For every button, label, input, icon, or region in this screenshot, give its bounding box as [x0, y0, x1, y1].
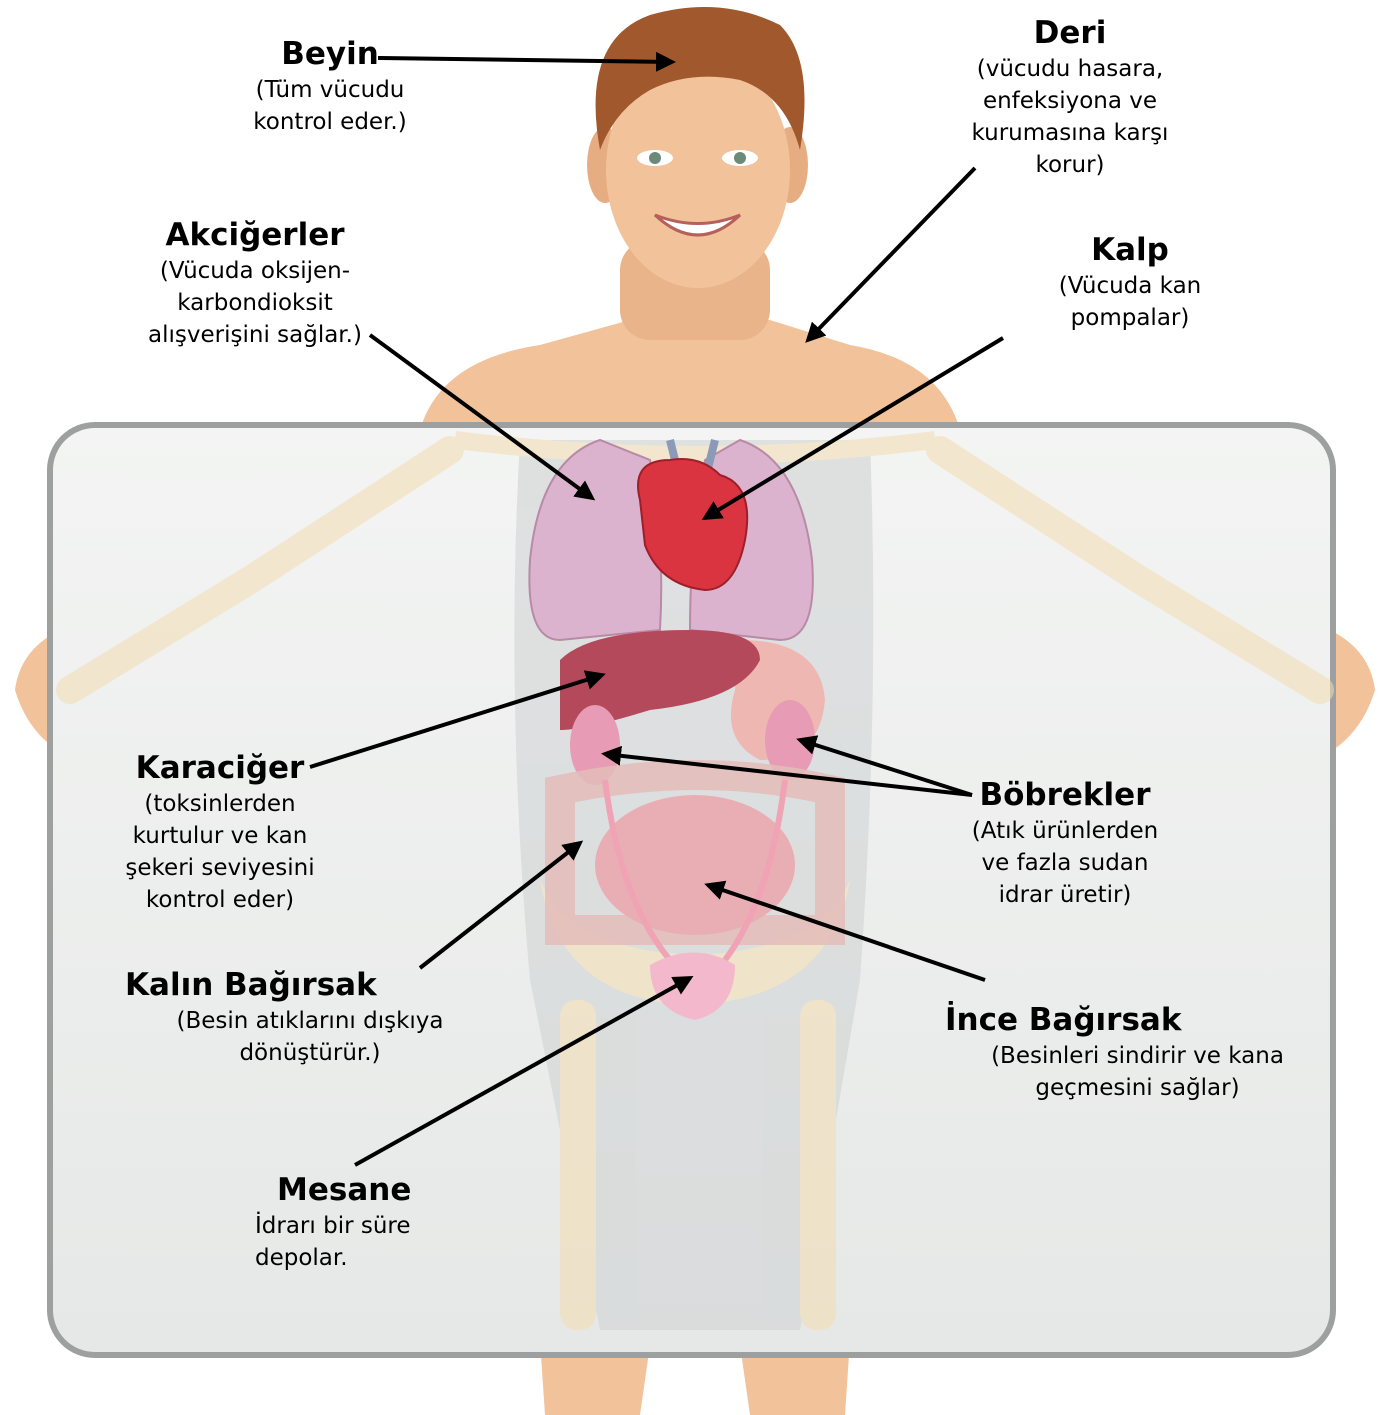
label-deri: Deri (vücudu hasara, enfeksiyona ve kuru… [930, 13, 1210, 181]
label-ince-bagirsak-title: İnce Bağırsak [945, 1000, 1330, 1040]
label-akcigerler-title: Akciğerler [110, 215, 400, 255]
arrow-deri [808, 168, 975, 340]
label-bobrekler: Böbrekler (Atık ürünlerden ve fazla suda… [935, 775, 1195, 911]
label-karaciger-title: Karaciğer [95, 748, 345, 788]
label-mesane-title: Mesane [255, 1170, 485, 1210]
label-bobrekler-title: Böbrekler [935, 775, 1195, 815]
label-akcigerler: Akciğerler (Vücuda oksijen- karbondioksi… [110, 215, 400, 351]
label-kalin-bagirsak: Kalın Bağırsak (Besin atıklarını dışkıya… [125, 965, 495, 1069]
label-kalp: Kalp (Vücuda kan pompalar) [1030, 230, 1230, 334]
label-mesane-desc: İdrarı bir süre depolar. [255, 1210, 485, 1274]
label-beyin-desc: (Tüm vücudu kontrol eder.) [225, 74, 435, 138]
label-kalin-bagirsak-title: Kalın Bağırsak [125, 965, 495, 1005]
label-akcigerler-desc: (Vücuda oksijen- karbondioksit alışveriş… [110, 255, 400, 351]
label-deri-title: Deri [930, 13, 1210, 53]
label-bobrekler-desc: (Atık ürünlerden ve fazla sudan idrar ür… [935, 815, 1195, 911]
label-karaciger: Karaciğer (toksinlerden kurtulur ve kan … [95, 748, 345, 916]
label-ince-bagirsak-desc: (Besinleri sindirir ve kana geçmesini sa… [945, 1040, 1330, 1104]
label-beyin-title: Beyin [225, 34, 435, 74]
label-mesane: Mesane İdrarı bir süre depolar. [255, 1170, 485, 1274]
label-kalin-bagirsak-desc: (Besin atıklarını dışkıya dönüştürür.) [125, 1005, 495, 1069]
label-kalp-title: Kalp [1030, 230, 1230, 270]
label-kalp-desc: (Vücuda kan pompalar) [1030, 270, 1230, 334]
label-karaciger-desc: (toksinlerden kurtulur ve kan şekeri sev… [95, 788, 345, 916]
label-ince-bagirsak: İnce Bağırsak (Besinleri sindirir ve kan… [945, 1000, 1330, 1104]
right-femur [800, 1000, 836, 1330]
label-beyin: Beyin (Tüm vücudu kontrol eder.) [225, 34, 435, 138]
label-deri-desc: (vücudu hasara, enfeksiyona ve kurumasın… [930, 53, 1210, 181]
